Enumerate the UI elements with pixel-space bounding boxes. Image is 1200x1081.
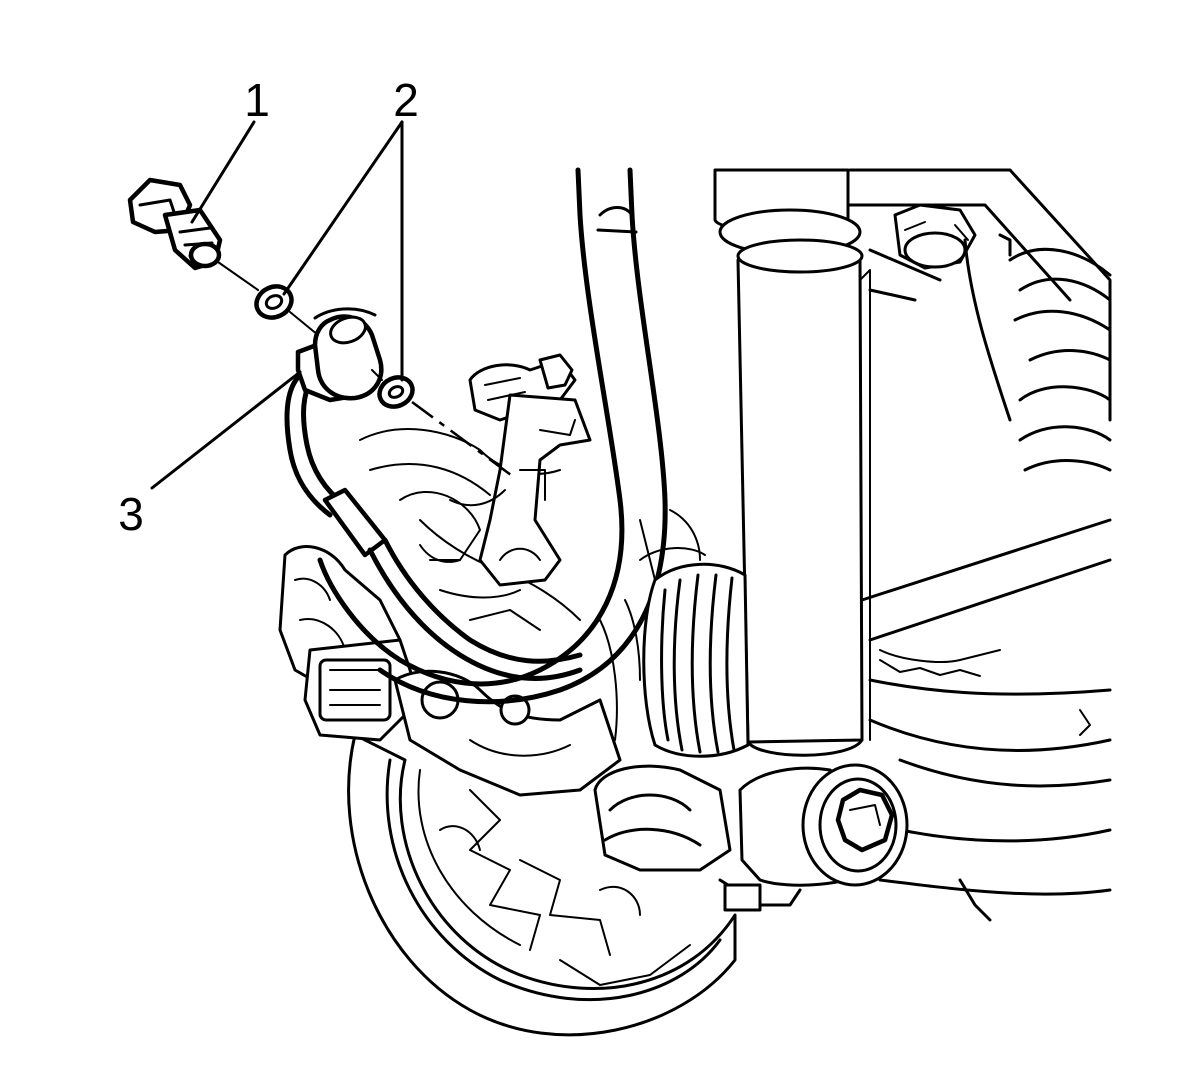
callout-3: 3: [118, 488, 144, 540]
banjo-bolt: [127, 177, 223, 271]
banjo-fitting: [295, 307, 384, 403]
shock-absorber: [713, 168, 871, 757]
callout-labels: 1 2 3: [118, 74, 419, 540]
alignment-lines: [217, 261, 516, 480]
brake-caliper: [359, 353, 592, 631]
callout-2: 2: [393, 74, 419, 126]
sealing-washers: [254, 284, 415, 409]
brake-dust-shield: [347, 733, 737, 1037]
lower-control-arm: [858, 518, 1112, 922]
knuckle-caliper-body: [278, 545, 622, 797]
upper-mount-and-spring: [848, 168, 1112, 472]
callout-1: 1: [244, 74, 270, 126]
lower-bushing-bolt: [593, 763, 909, 912]
brake-hose: [284, 367, 583, 681]
callout-leaders: [150, 120, 404, 490]
cv-joint-boot: [599, 509, 750, 758]
